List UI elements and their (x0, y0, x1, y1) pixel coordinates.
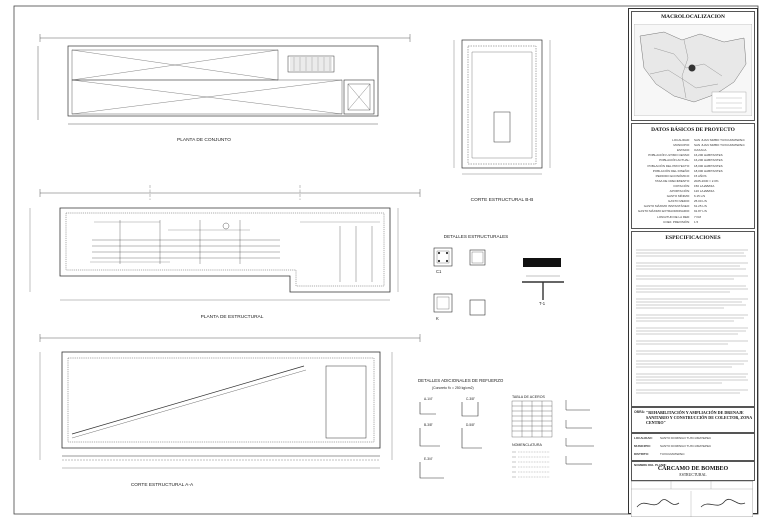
datos-row-label: COEF. PREVISIÓN: (663, 219, 690, 224)
detail-label-d: D-5/8" (466, 423, 475, 427)
plano-label: NOMBRE DEL PLANO: (634, 463, 667, 467)
especificaciones-title: ESPECIFICACIONES (665, 235, 721, 241)
distrito-value: TUXCUMATEPEC (660, 452, 685, 456)
datos-row-label: ESTADO: (677, 148, 690, 153)
datos-row-label: MUNICIPIO: (673, 143, 690, 148)
datos-row-value: 150 L/HAB/DIA (694, 183, 715, 188)
column-label-t1: T-1 (539, 301, 546, 306)
localidad-label: LOCALIDAD: (634, 436, 653, 440)
planta-conjunto-drawing (37, 34, 411, 125)
datos-row-label: DOTACIÓN: (673, 183, 690, 188)
datos-row-label: POBLACIÓN ULTIMO CENSO: (648, 153, 690, 158)
corte-bb-drawing (453, 39, 551, 175)
detail-label-e: E-3/4" (424, 457, 433, 461)
nomenclatura-title: NOMENCLATURA (512, 443, 542, 447)
datos-row-label: GASTO MEDIO: (668, 199, 690, 204)
signature-right (700, 498, 746, 508)
datos-row-value: 16,200 HABITANTES (694, 158, 723, 163)
datos-row-label: LONGITUD DE LA RED: (657, 214, 690, 219)
datos-row-value: 91.87 L/S (694, 209, 707, 214)
obra-label: OBRA: (634, 410, 646, 414)
detalles-drawing (433, 247, 564, 316)
datos-row-label: POBLACIÓN DEL DISEÑO: (652, 168, 690, 173)
datos-basicos-panel: DATOS BÁSICOS DE PROYECTO LOCALIDAD: SAN … (631, 123, 755, 229)
datos-row-value: 18,000 HABITANTES (694, 168, 723, 173)
datos-row-value: 1.5 (694, 219, 699, 224)
planta-estructural-drawing (29, 185, 421, 301)
nombre-plano-panel: NOMBRE DEL PLANO: CÁRCAMO DE BOMBEO ESTR… (631, 461, 755, 481)
datos-row-value: 6.15 L/S (694, 194, 706, 199)
datos-row-label: PERIODO ECONÓMICO: (655, 173, 690, 178)
location-map (634, 24, 752, 116)
column-label-c1: C1 (436, 269, 442, 274)
datos-basicos-list: LOCALIDAD: SAN JUAN SIMBO TUXCUMATEPEC MUN… (634, 138, 752, 226)
planta-conjunto-title: PLANTA DE CONJUNTO (177, 137, 231, 143)
datos-row-label: POBLACIÓN ACTUAL: (659, 158, 690, 163)
municipio-value: SANTO DOMINGO TUXCUMATEPEC (660, 444, 712, 448)
datos-row-label: GASTO MÁXIMO EXTRAORDINARIO: (637, 209, 690, 214)
datos-row-label: GASTO MÁXIMO INSTANTÁNEO: (643, 204, 690, 209)
localidad-value: SANTO DOMINGO TUXCUMATEPEC (660, 436, 712, 440)
redacted-block (523, 258, 561, 267)
macrolocalizacion-title: MACROLOCALIZACION (661, 14, 725, 20)
detalles-adicionales-title: DETALLES ADICIONALES DE REFUERZO (418, 378, 504, 383)
tabla-aceros-grid (511, 400, 553, 438)
corte-bb-title: CORTE ESTRUCTURAL B-B (471, 197, 534, 203)
tabla-aceros-title: TABLA DE ACEROS (512, 395, 545, 399)
obra-text: "REHABILITACIÓN Y AMPLIACIÓN DE DRENAJE … (646, 410, 752, 425)
detalles-title: DETALLES ESTRUCTURALES (444, 234, 509, 239)
obra-panel: OBRA: "REHABILITACIÓN Y AMPLIACIÓN DE DR… (631, 407, 755, 433)
datos-row-value: 25.00 L/S (694, 199, 707, 204)
planta-estructural-title: PLANTA DE ESTRUCTURAL (201, 314, 264, 320)
datos-row-value: 7 KM (694, 214, 702, 219)
distrito-label: DISTRITO: (634, 452, 649, 456)
sheet-frame (13, 5, 759, 515)
datos-basicos-title: DATOS BÁSICOS DE PROYECTO (651, 127, 735, 133)
especificaciones-text-block (636, 249, 748, 394)
detalles-adicionales-drawing (419, 402, 482, 479)
datos-row-value: 61.25 L/S (694, 204, 707, 209)
macrolocalizacion-panel: MACROLOCALIZACION (631, 11, 755, 121)
concreto-spec: (Concreto f'c = 250 kg/cm2) (432, 386, 474, 390)
datos-row-label: APORTACIÓN: (669, 189, 690, 193)
bar-details (565, 400, 594, 465)
corte-aa-drawing (39, 334, 421, 469)
plano-subtitle: ESTRUCTURAL (679, 473, 707, 477)
datos-row-label: GASTO MÍNIMO: (666, 194, 690, 199)
detail-label-c: C-3/8" (466, 397, 475, 401)
detail-label-b: B-3/8" (424, 423, 433, 427)
datos-row-label: LOCALIDAD: (672, 138, 690, 142)
datos-row-value: 2025-2030 = 2.0% (694, 178, 719, 183)
plano-title: CÁRCAMO DE BOMBEO (657, 466, 729, 472)
signature-left (636, 499, 680, 508)
detail-label-a: A-1/4" (424, 397, 433, 401)
datos-row-value: 18,000 HABITANTES (694, 163, 723, 168)
datos-row-label: POBLACIÓN DEL PROYECTO: (647, 163, 690, 168)
nomenclatura-list (512, 451, 550, 478)
corte-aa-title: CORTE ESTRUCTURAL A-A (131, 482, 194, 488)
ubicacion-panel: LOCALIDAD: SANTO DOMINGO TUXCUMATEPEC MU… (631, 433, 755, 461)
datos-row-value: OAXACA (694, 148, 707, 153)
datos-row-value: 16,200 HABITANTES (694, 153, 723, 158)
location-marker (688, 64, 696, 72)
signature-block (631, 481, 753, 517)
datos-row-label: TASA DE CRECIMIENTO: (654, 178, 690, 183)
datos-row-value: 120 L/HAB/DIA (694, 189, 715, 193)
datos-row-value: SAN JUAN SIMBO TUXCUMATEPEC (694, 138, 745, 142)
column-label-k: K (436, 316, 439, 321)
title-block: MACROLOCALIZACION DATOS BÁSICOS DE PROYE… (628, 8, 758, 517)
datos-row-value: SAN JUAN SIMBO TUXCUMATEPEC (694, 143, 745, 148)
datos-row-value: 15 AÑOS (694, 173, 707, 178)
especificaciones-panel: ESPECIFICACIONES (631, 231, 755, 407)
municipio-label: MUNICIPIO: (634, 444, 651, 448)
